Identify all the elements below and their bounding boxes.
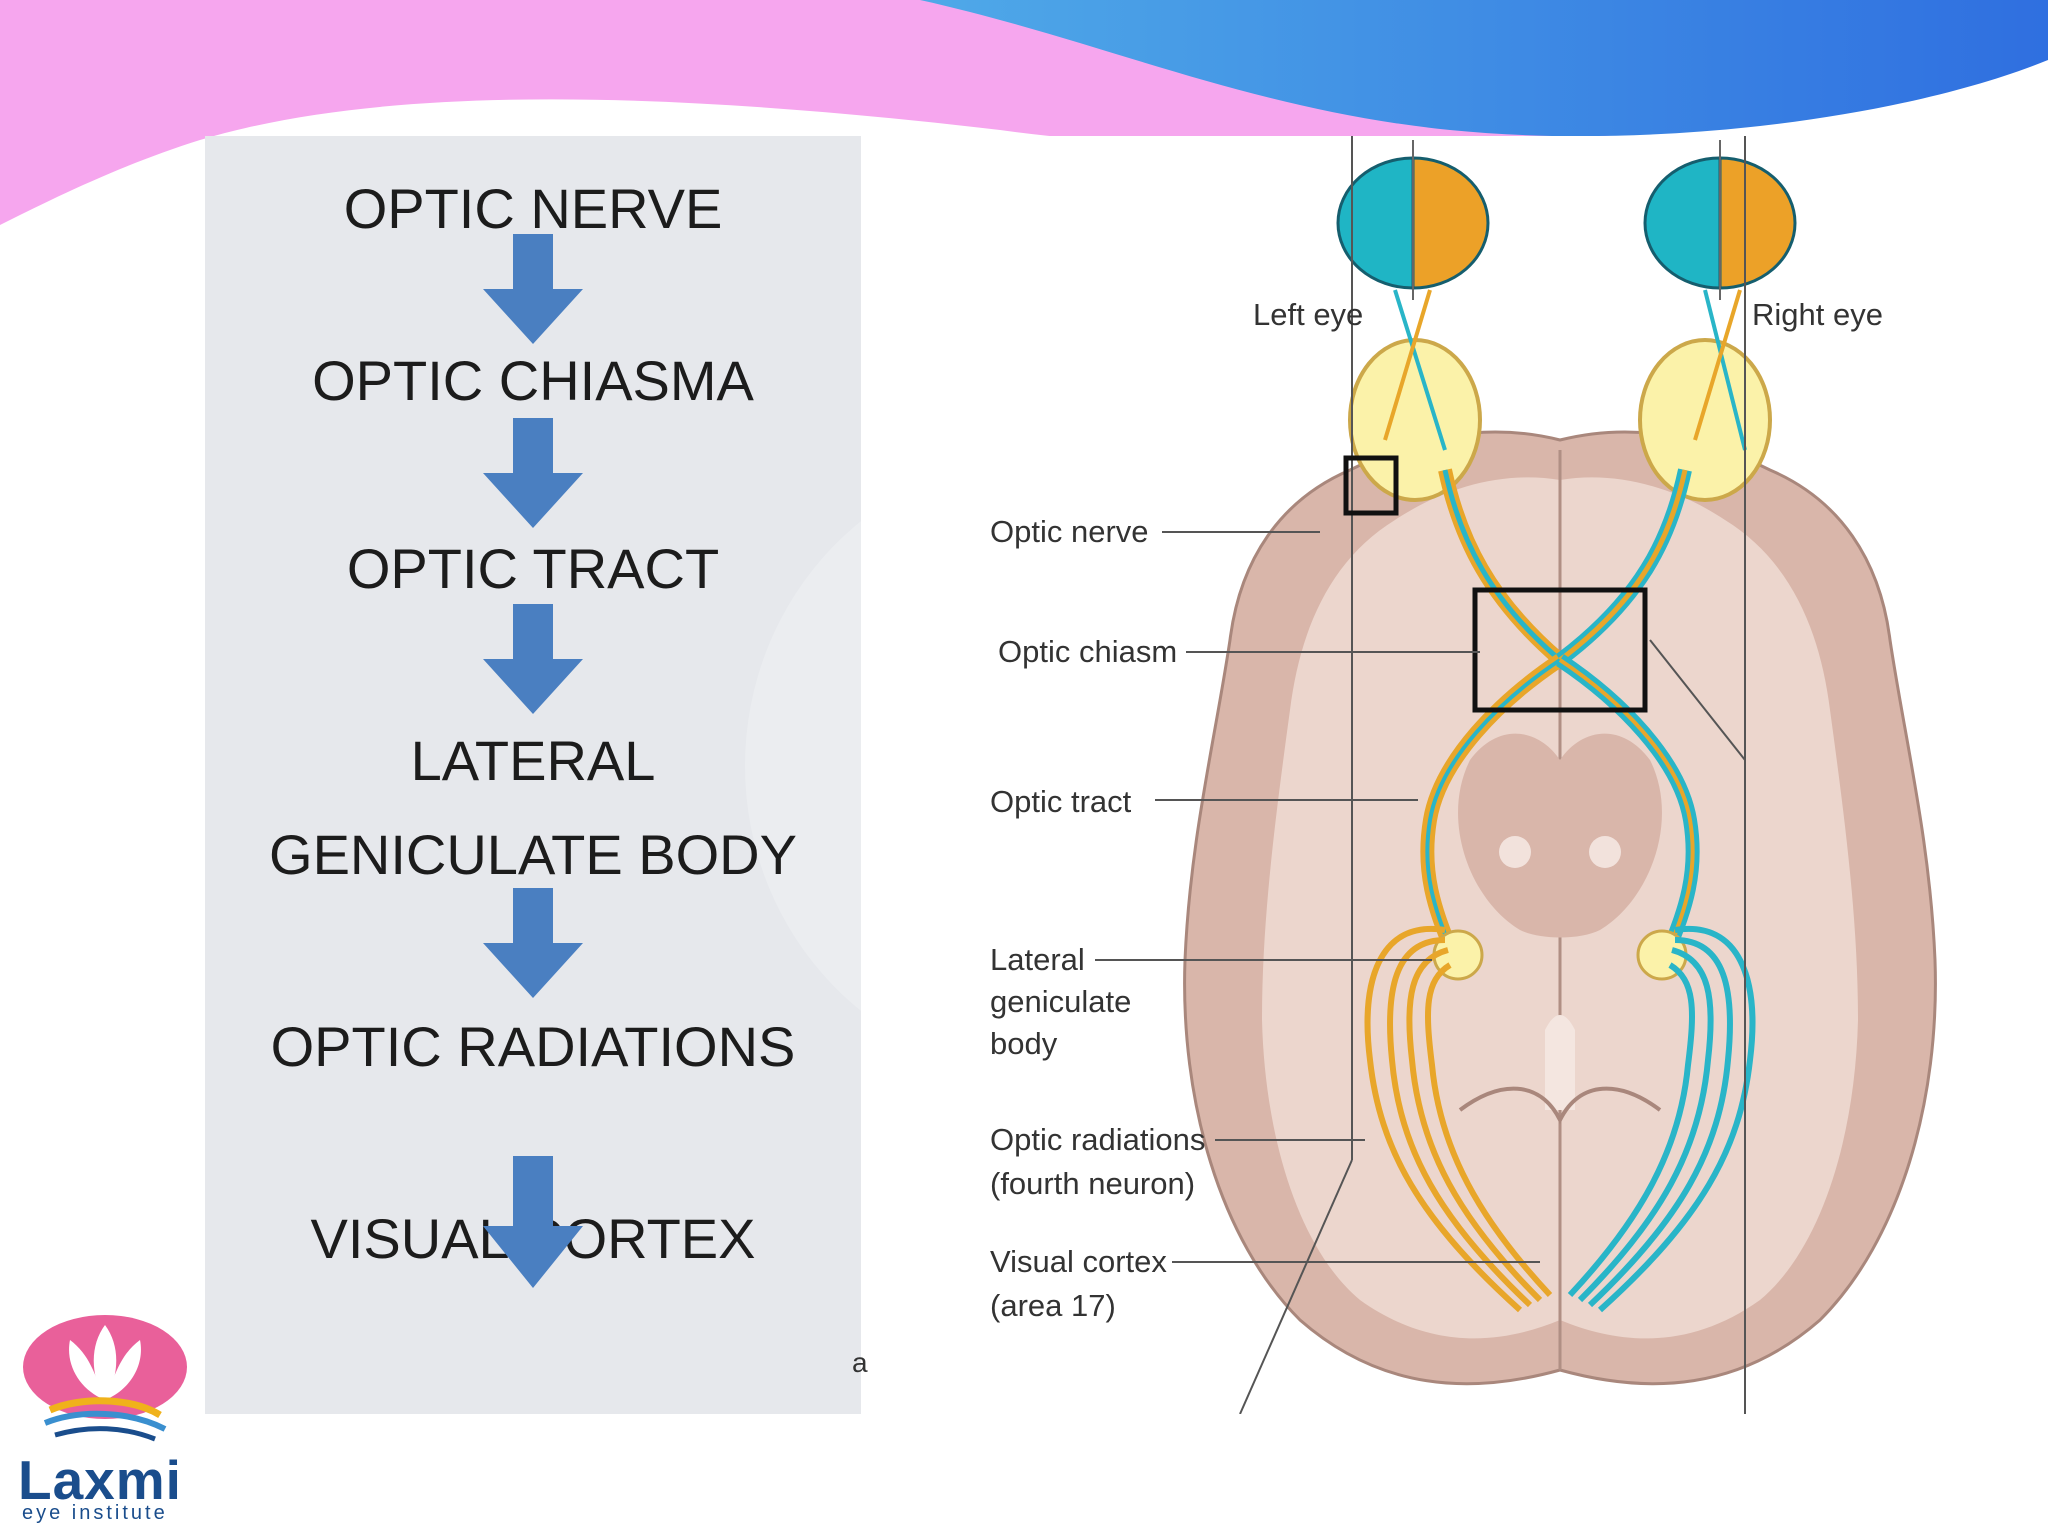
left-eye-visual-field bbox=[1336, 156, 1490, 290]
logo-name: Laxmi bbox=[18, 1449, 182, 1511]
step-optic-tract: OPTIC TRACT bbox=[346, 537, 720, 600]
down-arrow-icon bbox=[483, 888, 583, 998]
lgb-label-line1: Lateral bbox=[990, 942, 1085, 977]
step-lateral: LATERAL bbox=[410, 729, 656, 792]
left-eye-label: Left eye bbox=[1253, 297, 1363, 332]
right-eye-visual-field bbox=[1643, 156, 1797, 290]
step-optic-chiasma: OPTIC CHIASMA bbox=[312, 349, 754, 412]
step-geniculate-body: GENICULATE BODY bbox=[269, 823, 797, 886]
cortex-label-line2: (area 17) bbox=[990, 1288, 1116, 1323]
stray-text: a bbox=[852, 1347, 868, 1378]
cortex-label-line1: Visual cortex bbox=[990, 1244, 1167, 1279]
visual-pathway-diagram: Left eye Right eye Optic nerve Optic chi… bbox=[905, 136, 2000, 1414]
header-wave-decoration bbox=[0, 0, 2048, 225]
down-arrow-icon bbox=[483, 1156, 583, 1288]
step-optic-nerve: OPTIC NERVE bbox=[343, 177, 723, 240]
laxmi-lotus-logo-icon bbox=[23, 1315, 187, 1442]
lgb-label-line3: body bbox=[990, 1026, 1058, 1061]
radiations-label-line2: (fourth neuron) bbox=[990, 1166, 1195, 1201]
logo-subtitle: eye institute bbox=[22, 1502, 168, 1524]
radiations-label-line1: Optic radiations bbox=[990, 1122, 1205, 1157]
optic-tract-label: Optic tract bbox=[990, 784, 1132, 819]
down-arrow-icon bbox=[483, 418, 583, 528]
optic-chiasm-label: Optic chiasm bbox=[998, 634, 1177, 669]
right-eye-label: Right eye bbox=[1752, 297, 1883, 332]
optic-nerve-label: Optic nerve bbox=[990, 514, 1149, 549]
down-arrow-icon bbox=[483, 234, 583, 344]
pathway-flowchart-panel: OPTIC NERVE OPTIC CHIASMA OPTIC TRACT LA… bbox=[205, 136, 861, 1414]
lgb-label-line2: geniculate bbox=[990, 984, 1131, 1019]
down-arrow-icon bbox=[483, 604, 583, 714]
step-optic-radiations: OPTIC RADIATIONS bbox=[270, 1015, 796, 1078]
